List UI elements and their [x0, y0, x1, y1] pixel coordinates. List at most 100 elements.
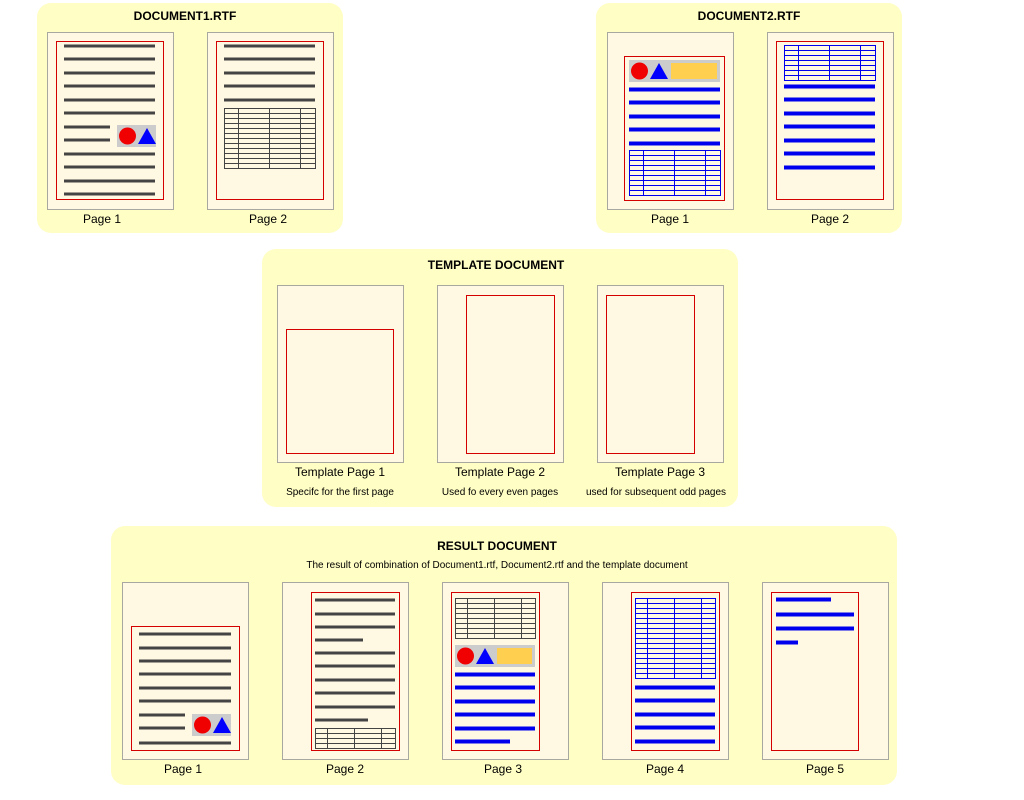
- template-page3: [597, 285, 724, 463]
- text-line: [635, 739, 715, 744]
- result-page4-label: Page 4: [646, 762, 684, 776]
- result-page2: [282, 582, 409, 760]
- text-line: [776, 626, 854, 631]
- text-line: [455, 672, 535, 677]
- text-line: [784, 151, 875, 156]
- text-line: [64, 84, 155, 88]
- text-line: [784, 165, 875, 170]
- text-line: [629, 114, 720, 119]
- text-line: [315, 664, 395, 668]
- text-line: [315, 678, 395, 682]
- result-page3: [442, 582, 569, 760]
- text-line: [64, 192, 155, 196]
- result-title: RESULT DOCUMENT: [437, 539, 557, 553]
- template-page3-label: Template Page 3: [615, 465, 705, 479]
- text-line: [139, 713, 185, 717]
- template-page2-desc: Used fo every even pages: [442, 487, 558, 498]
- doc1-page1-label: Page 1: [83, 212, 121, 226]
- text-line: [139, 646, 231, 650]
- text-line: [455, 739, 510, 744]
- result-subtitle: The result of combination of Document1.r…: [306, 560, 688, 571]
- text-line: [64, 125, 110, 129]
- template-page2: [437, 285, 564, 463]
- text-line: [315, 625, 395, 629]
- banner: [497, 648, 532, 664]
- text-line: [315, 651, 395, 655]
- text-line: [139, 699, 231, 703]
- text-line: [629, 127, 720, 132]
- text-line: [224, 98, 315, 102]
- text-line: [64, 71, 155, 75]
- red-circle-icon: [457, 647, 474, 665]
- text-line: [64, 98, 155, 102]
- text-line: [64, 111, 155, 115]
- text-line: [64, 44, 155, 48]
- text-line: [629, 87, 720, 92]
- text-line: [455, 685, 535, 690]
- doc2-page2-label: Page 2: [811, 212, 849, 226]
- text-line: [139, 659, 231, 663]
- text-line: [224, 71, 315, 75]
- template-page3-desc: used for subsequent odd pages: [586, 487, 726, 498]
- text-line: [139, 686, 231, 690]
- text-line: [64, 165, 155, 169]
- text-line: [455, 699, 535, 704]
- text-line: [776, 640, 798, 645]
- page-margin: [771, 592, 859, 751]
- banner: [671, 63, 717, 79]
- text-line: [64, 57, 155, 61]
- text-line: [784, 111, 875, 116]
- text-line: [635, 725, 715, 730]
- document1-title: DOCUMENT1.RTF: [134, 9, 237, 23]
- template-page1-desc: Specifc for the first page: [286, 487, 394, 498]
- doc2-page1: [607, 32, 734, 210]
- doc1-page2: [207, 32, 334, 210]
- text-line: [635, 712, 715, 717]
- text-line: [784, 84, 875, 89]
- text-line: [784, 138, 875, 143]
- blue-triangle-icon: [650, 63, 668, 79]
- red-circle-icon: [119, 127, 136, 145]
- text-line: [635, 698, 715, 703]
- result-page3-label: Page 3: [484, 762, 522, 776]
- page-margin: [631, 592, 720, 751]
- text-line: [629, 100, 720, 105]
- page-margin: [451, 592, 540, 751]
- text-line: [629, 141, 720, 146]
- result-page5-label: Page 5: [806, 762, 844, 776]
- page-margin: [624, 56, 725, 201]
- page-margin: [311, 592, 400, 751]
- text-line: [315, 612, 395, 616]
- template-page1: [277, 285, 404, 463]
- blue-triangle-icon: [213, 717, 231, 733]
- text-line: [139, 741, 231, 745]
- text-line: [315, 691, 395, 695]
- doc1-page2-label: Page 2: [249, 212, 287, 226]
- template-title: TEMPLATE DOCUMENT: [428, 258, 565, 272]
- template-page2-label: Template Page 2: [455, 465, 545, 479]
- result-page4: [602, 582, 729, 760]
- page-margin: [776, 41, 884, 200]
- result-page5: [762, 582, 889, 760]
- text-line: [315, 705, 395, 709]
- text-line: [224, 57, 315, 61]
- text-line: [784, 124, 875, 129]
- red-circle-icon: [194, 716, 211, 734]
- text-line: [455, 712, 535, 717]
- text-line: [139, 726, 185, 730]
- doc2-page2: [767, 32, 894, 210]
- page-margin: [216, 41, 324, 200]
- blue-triangle-icon: [476, 648, 494, 664]
- doc2-page1-label: Page 1: [651, 212, 689, 226]
- template-page1-label: Template Page 1: [295, 465, 385, 479]
- page-margin: [286, 329, 394, 454]
- blue-triangle-icon: [138, 128, 156, 144]
- text-line: [139, 632, 231, 636]
- text-line: [64, 179, 155, 183]
- text-line: [315, 638, 363, 642]
- result-page1-label: Page 1: [164, 762, 202, 776]
- result-page2-label: Page 2: [326, 762, 364, 776]
- red-circle-icon: [631, 62, 648, 80]
- text-line: [315, 718, 368, 722]
